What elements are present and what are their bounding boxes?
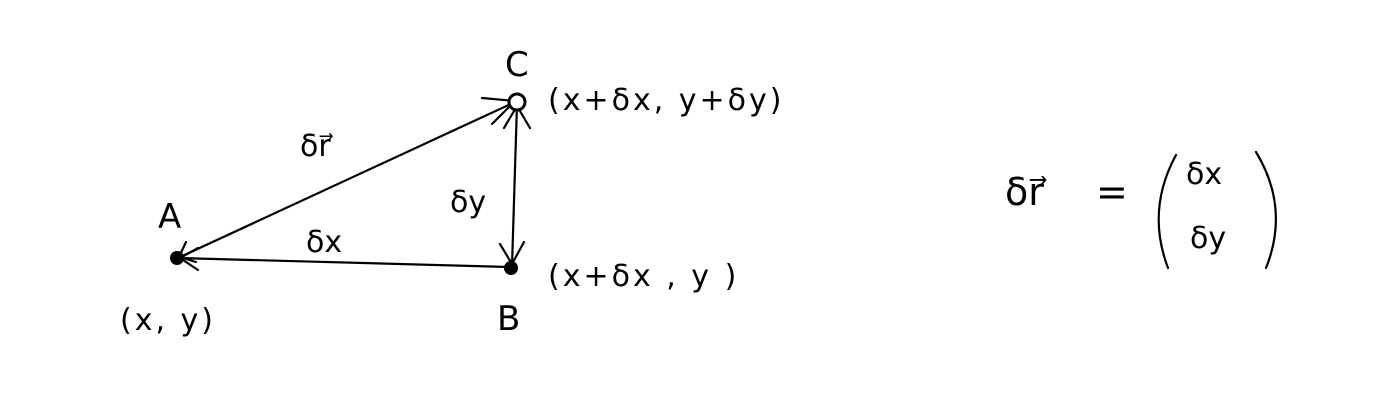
point-b-dot xyxy=(504,261,518,275)
edge-bc-line xyxy=(510,102,519,268)
point-b-coord: (x+δx , y ) xyxy=(548,259,739,294)
point-b-label: B xyxy=(497,299,520,339)
equation-equals: = xyxy=(1096,170,1128,214)
point-a-coord: (x, y) xyxy=(120,303,216,338)
vector-left-paren xyxy=(1157,153,1178,270)
edge-ac-line xyxy=(176,100,517,260)
edge-ac-label: δr⃗ xyxy=(300,129,334,164)
edge-bc-label: δy xyxy=(450,185,486,220)
vector-right-paren xyxy=(1254,150,1278,270)
vector-top-entry: δx xyxy=(1186,157,1222,192)
point-c-coord: (x+δx, y+δy) xyxy=(548,83,784,118)
edge-ab-label: δx xyxy=(306,225,342,260)
edge-ab-line xyxy=(176,256,512,269)
point-a-dot xyxy=(170,251,184,265)
point-a-label: A xyxy=(158,197,181,237)
point-c-label: C xyxy=(505,45,529,85)
point-c-dot xyxy=(507,92,527,112)
equation-lhs: δr⃗ xyxy=(1005,170,1048,214)
vector-bottom-entry: δy xyxy=(1190,221,1226,256)
